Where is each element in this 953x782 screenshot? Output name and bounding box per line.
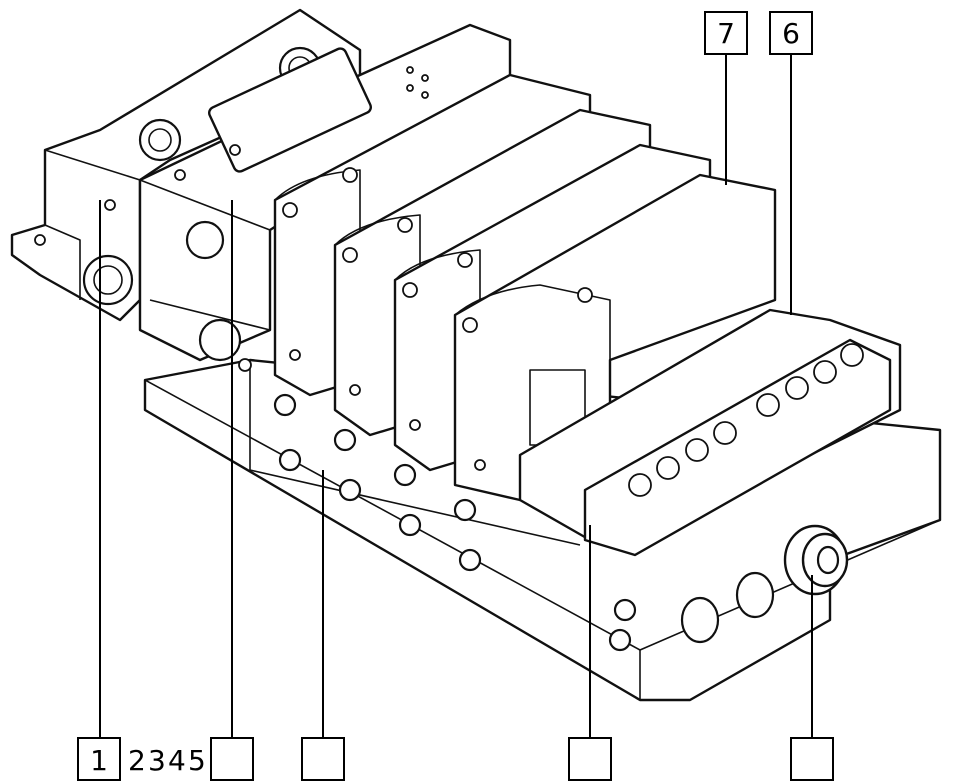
left-port-thread — [82, 254, 134, 306]
callout-7: 7 — [704, 11, 748, 185]
terminal-strip — [583, 338, 892, 557]
bottom-leaders — [99, 200, 813, 740]
supply-port-icon — [198, 318, 242, 362]
callout-7-label: 7 — [717, 17, 735, 50]
callout-5-label: 5 — [188, 744, 206, 777]
callout-4-label: 4 — [168, 744, 186, 777]
callout-6-label: 6 — [782, 17, 800, 50]
push-in-fitting — [783, 524, 849, 596]
callout-box-5 — [790, 737, 834, 781]
callout-3-label: 3 — [148, 744, 166, 777]
callout-box-2 — [210, 737, 254, 781]
callout-box-3 — [301, 737, 345, 781]
m12-connector-left-icon — [138, 118, 182, 162]
callout-6: 6 — [769, 11, 813, 315]
callout-2-label: 2 — [128, 744, 146, 777]
manifold-ports — [273, 393, 775, 652]
callout-bottom-1: 1 — [77, 737, 121, 781]
callout-bottom-text: 2 3 4 5 — [128, 744, 206, 777]
label-window — [208, 47, 372, 173]
callout-1-label: 1 — [90, 744, 108, 777]
callout-box-4 — [568, 737, 612, 781]
